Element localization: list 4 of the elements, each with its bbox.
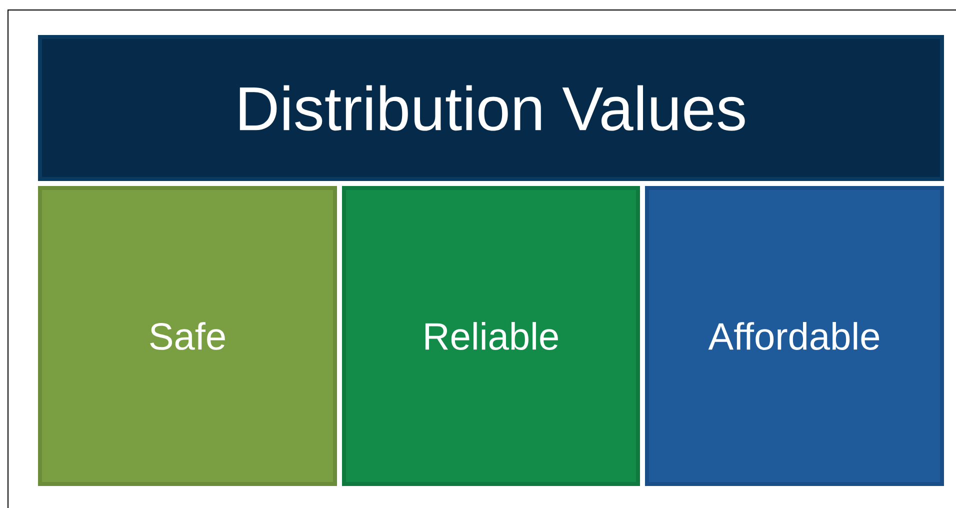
value-box: Reliable (342, 186, 640, 486)
title-banner: Distribution Values (38, 35, 944, 181)
value-box: Affordable (645, 186, 944, 486)
value-box: Safe (38, 186, 337, 486)
